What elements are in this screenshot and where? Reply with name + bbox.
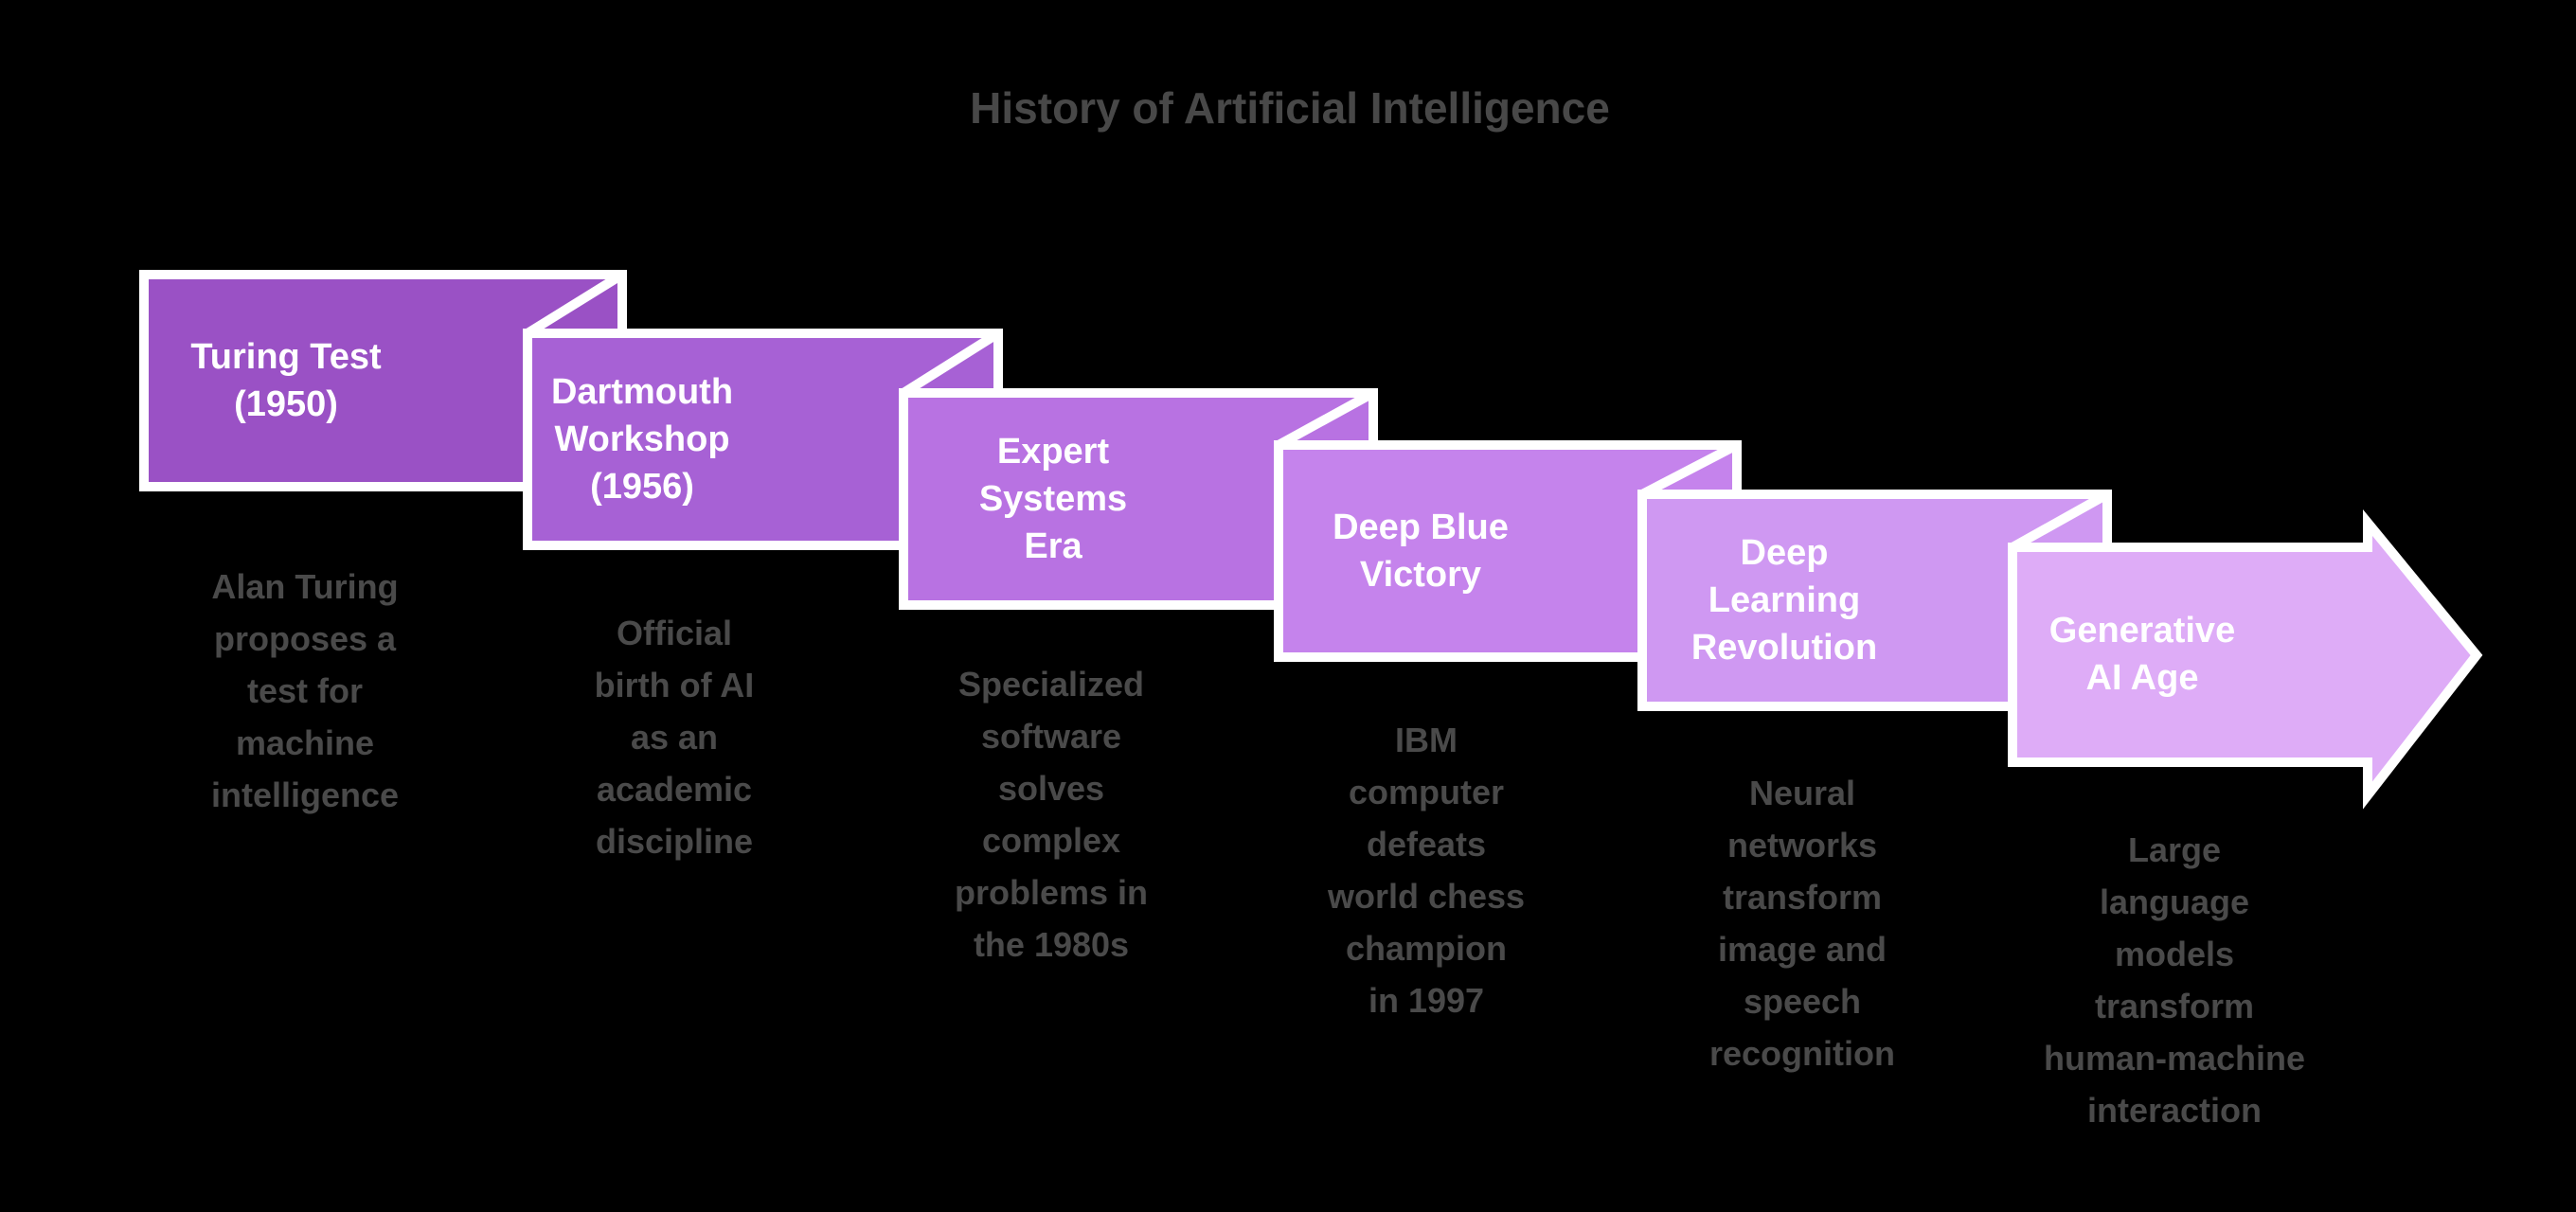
step-2-description: Official birth of AI as an academic discipli… xyxy=(504,607,845,867)
step-4-description: IBM computer defeats world chess champion in … xyxy=(1256,714,1597,1026)
text-line: Alan Turing xyxy=(211,567,399,606)
step-1-label: Turing Test (1950) xyxy=(130,333,442,428)
text-line: intelligence xyxy=(210,775,400,814)
text-line: networks xyxy=(1726,826,1878,864)
text-line: birth of AI xyxy=(594,666,755,704)
text-line: world chess xyxy=(1327,877,1526,916)
text-line: machine xyxy=(235,723,375,762)
text-line: the 1980s xyxy=(973,925,1130,964)
text-line: IBM xyxy=(1395,721,1458,759)
text-line: AI Age xyxy=(2085,658,2199,698)
text-line: Deep Blue xyxy=(1333,508,1509,547)
step-6-label: Generative AI Age xyxy=(1986,607,2299,702)
text-line: Workshop xyxy=(554,419,730,459)
text-line: computer xyxy=(1348,773,1505,811)
step-3-description: Specialized software solves complex problems… xyxy=(881,658,1222,971)
text-line: Deep xyxy=(1740,533,1829,573)
fold-2-line xyxy=(901,329,1001,398)
text-line: image and xyxy=(1717,930,1887,969)
step-6-arrow xyxy=(2008,509,2483,810)
text-line: Systems xyxy=(978,479,1128,519)
text-line: (1950) xyxy=(234,384,338,424)
text-line: language xyxy=(2099,882,2250,921)
page-title: History of Artificial Intelligence xyxy=(970,83,1610,133)
text-line: Learning xyxy=(1708,580,1861,620)
text-line: models xyxy=(2114,935,2235,973)
text-line: Neural xyxy=(1748,774,1856,812)
text-line: as an xyxy=(630,718,719,757)
text-line: defeats xyxy=(1366,825,1487,864)
text-line: software xyxy=(980,717,1122,756)
fold-4-line xyxy=(1639,440,1740,499)
text-line: solves xyxy=(997,769,1105,808)
text-line: Specialized xyxy=(957,665,1145,704)
text-line: Generative xyxy=(2048,611,2236,651)
fold-5-line xyxy=(2010,490,2110,552)
fold-1-line xyxy=(525,270,625,338)
step-1-description: Alan Turing proposes a test for machine inte… xyxy=(134,561,475,821)
text-line: champion xyxy=(1345,929,1507,968)
text-line: Era xyxy=(1024,526,1082,566)
text-line: complex xyxy=(981,821,1121,860)
text-line: Dartmouth xyxy=(550,372,734,412)
text-line: Revolution xyxy=(1690,628,1878,668)
text-line: problems in xyxy=(954,873,1149,912)
step-5-description: Neural networks transform image and speech re… xyxy=(1632,767,1973,1079)
text-line: proposes a xyxy=(213,619,397,658)
text-line: transform xyxy=(2094,987,2255,1025)
text-line: Expert xyxy=(996,432,1110,472)
text-line: interaction xyxy=(2086,1091,2263,1130)
text-line: academic xyxy=(596,770,753,809)
text-line: Victory xyxy=(1359,555,1482,595)
text-line: in 1997 xyxy=(1368,981,1485,1020)
fold-3-line xyxy=(1276,388,1376,450)
step-6-description: Large language models transform human-machin… xyxy=(2004,824,2345,1136)
text-line: recognition xyxy=(1709,1034,1895,1073)
text-line: test for xyxy=(246,671,363,710)
text-line: speech xyxy=(1743,982,1862,1021)
text-line: discipline xyxy=(595,822,754,861)
text-line: (1956) xyxy=(590,467,694,507)
text-line: transform xyxy=(1722,878,1883,917)
text-line: Turing Test xyxy=(190,337,382,377)
text-line: human-machine xyxy=(2043,1039,2306,1078)
text-line: Official xyxy=(616,614,733,652)
text-line: Large xyxy=(2127,830,2222,869)
